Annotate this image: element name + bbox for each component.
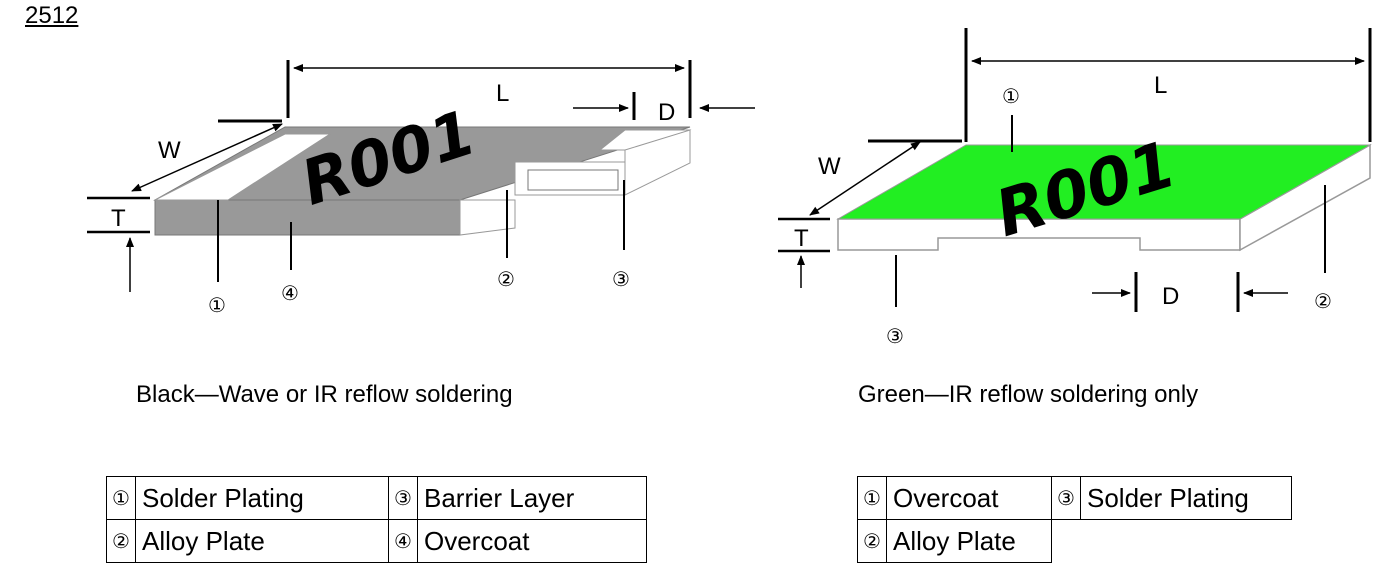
black-w-label: W (158, 137, 181, 164)
black-overcoat-front (154, 199, 461, 236)
green-w-arrow (809, 141, 921, 216)
black-step-inner (527, 169, 619, 191)
black-w-arrow (131, 123, 283, 192)
green-resistor: R001 (836, 128, 1372, 252)
black-dimensions: L D W T (87, 60, 755, 292)
legend-name: Barrier Layer (417, 476, 647, 520)
black-caption: Black—Wave or IR reflow soldering (136, 381, 513, 408)
legend-name: Solder Plating (1080, 476, 1292, 520)
black-t-label: T (111, 205, 126, 232)
legend-name: Overcoat (886, 476, 1052, 520)
legend-name: Alloy Plate (886, 519, 1052, 563)
legend-num: ① (857, 476, 887, 520)
black-callouts: ① ④ ② ③ (208, 180, 630, 317)
black-callout-4: ④ (281, 281, 299, 305)
green-caption: Green—IR reflow soldering only (858, 381, 1198, 408)
green-d-label: D (1162, 283, 1179, 310)
black-callout-3: ③ (612, 267, 630, 291)
size-label: 2512 (25, 2, 79, 29)
black-resistor: R001 (153, 95, 692, 236)
green-callout-1: ① (1002, 84, 1020, 108)
black-d-label: D (658, 99, 675, 126)
black-l-label: L (496, 80, 509, 107)
legend-green: ① Overcoat ③ Solder Plating ② Alloy Plat… (857, 476, 1292, 563)
legend-name: Solder Plating (135, 476, 389, 520)
legend-row: ① Overcoat ③ Solder Plating (857, 476, 1292, 520)
legend-num: ④ (388, 519, 418, 563)
green-t-label: T (794, 225, 809, 252)
black-notch-front (459, 199, 516, 236)
legend-num: ② (857, 519, 887, 563)
green-callouts: ① ② ③ (886, 84, 1332, 348)
legend-empty-cell (1052, 520, 1081, 563)
legend-name: Alloy Plate (135, 519, 389, 563)
black-callout-2: ② (497, 267, 515, 291)
legend-num: ① (106, 476, 136, 520)
green-dimensions: L W T D (778, 28, 1372, 312)
legend-num: ③ (1051, 476, 1081, 520)
legend-row: ① Solder Plating ③ Barrier Layer (106, 476, 647, 520)
green-callout-2: ② (1314, 289, 1332, 313)
black-callout-1: ① (208, 293, 226, 317)
green-w-label: W (818, 153, 841, 180)
green-l-label: L (1154, 72, 1167, 99)
legend-num: ③ (388, 476, 418, 520)
legend-row: ② Alloy Plate ④ Overcoat (106, 519, 647, 563)
green-overcoat-top (836, 144, 1372, 220)
legend-empty-cell (1081, 520, 1292, 563)
legend-name: Overcoat (417, 519, 647, 563)
green-callout-3: ③ (886, 324, 904, 348)
legend-row: ② Alloy Plate (857, 519, 1292, 563)
legend-black: ① Solder Plating ③ Barrier Layer ② Alloy… (106, 476, 647, 563)
legend-num: ② (106, 519, 136, 563)
